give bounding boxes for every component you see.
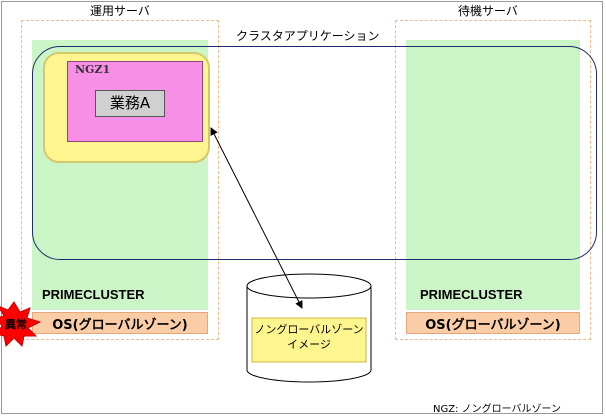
cluster-app-boundary [32,46,597,260]
disk-cylinder-icon [246,273,372,383]
active-os-bar: OS(グローバルゾーン) [32,312,208,334]
ngz-tag: NGZ1 [75,63,111,76]
legend: NGZ: ノングローバルゾーン [433,404,562,415]
failure-burst-icon [0,301,42,348]
storage-label-line1: ノングローバルゾーン [254,323,364,336]
storage-label: ノングローバルゾーン イメージ [250,322,368,352]
active-server-title: 運用サーバ [90,4,150,18]
cluster-app-label: クラスタアプリケーション [236,29,380,43]
standby-primecluster-label: PRIMECLUSTER [420,287,523,302]
standby-server-zone [406,40,580,310]
bidirectional-arrow-icon [210,127,303,309]
storage-label-line2: イメージ [287,338,331,351]
standby-os-bar: OS(グローバルゾーン) [406,312,580,334]
task-box: 業務A [95,90,165,117]
active-primecluster-label: PRIMECLUSTER [42,287,145,302]
standby-server-title: 待機サーバ [458,4,518,18]
failure-label: 異常 [5,318,27,331]
